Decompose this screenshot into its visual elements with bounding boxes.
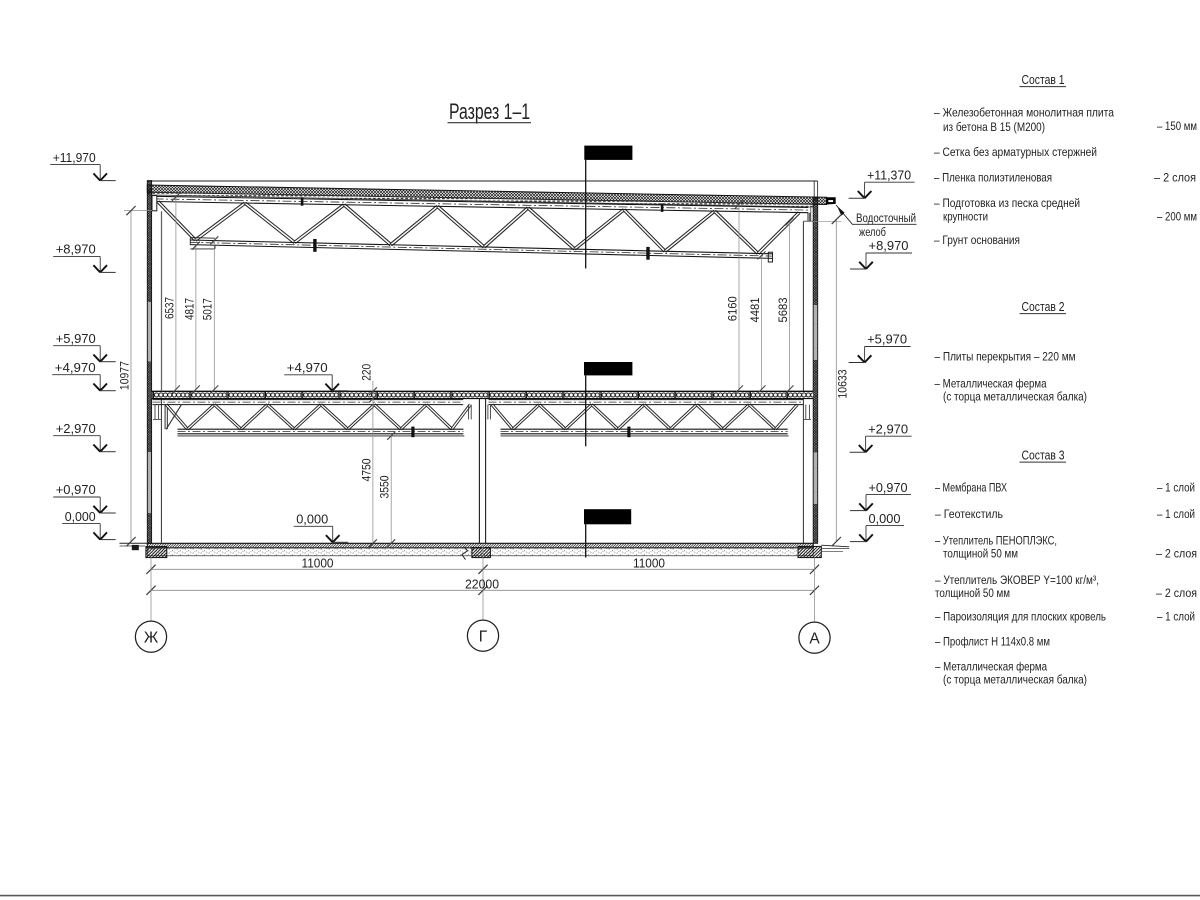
svg-text:(с торца металлическая балка): (с торца металлическая балка) [943,673,1087,687]
svg-text:4481: 4481 [748,297,762,322]
svg-text:11000: 11000 [302,556,334,571]
svg-text:10633: 10633 [835,369,849,398]
svg-text:– 2 слоя: – 2 слоя [1156,547,1197,561]
svg-text:– 2 слоя: – 2 слоя [1154,171,1196,185]
svg-text:Разрез 1–1: Разрез 1–1 [449,99,530,124]
svg-text:крупности: крупности [943,210,988,224]
svg-text:10977: 10977 [118,361,132,390]
svg-text:+0,970: +0,970 [56,482,96,497]
svg-text:– Металлическая ферма: – Металлическая ферма [935,377,1047,391]
svg-text:Водосточный: Водосточный [856,211,916,225]
svg-text:– 2 слоя: – 2 слоя [1156,586,1197,600]
svg-text:+5,970: +5,970 [56,331,96,346]
svg-text:Состав 3: Состав 3 [1022,448,1065,463]
svg-text:– Сетка без арматурных стержне: – Сетка без арматурных стержней [934,145,1097,159]
svg-text:– Пленка полиэтиленовая: – Пленка полиэтиленовая [934,171,1052,185]
svg-text:+4,970: +4,970 [287,360,328,375]
svg-text:+2,970: +2,970 [56,421,96,436]
svg-text:22000: 22000 [465,576,499,591]
svg-text:– 1 слой: – 1 слой [1157,481,1195,495]
svg-text:4750: 4750 [359,458,373,481]
svg-text:Состав 2: Состав 2 [1022,299,1065,314]
svg-text:– Плиты перекрытия – 220 мм: – Плиты перекрытия – 220 мм [935,350,1076,364]
svg-text:– 1 слой: – 1 слой [1157,610,1195,624]
svg-text:4817: 4817 [182,298,196,320]
svg-text:– Утеплитель ПЕНОПЛЭКС,: – Утеплитель ПЕНОПЛЭКС, [935,534,1057,548]
svg-text:– 200 мм: – 200 мм [1157,210,1197,224]
svg-text:– Мембрана ПВХ: – Мембрана ПВХ [935,481,1007,495]
svg-text:– Металлическая ферма: – Металлическая ферма [935,660,1047,674]
svg-text:0,000: 0,000 [65,509,96,524]
svg-text:5017: 5017 [201,298,215,320]
svg-text:– 150 мм: – 150 мм [1157,119,1197,133]
svg-text:+0,970: +0,970 [869,480,908,495]
svg-text:– Железобетонная монолитная п: – Железобетонная монолитная плита [934,106,1114,120]
svg-text:11000: 11000 [633,556,665,571]
svg-text:желоб: желоб [859,225,886,239]
svg-text:Г: Г [479,628,488,645]
svg-text:А: А [809,630,820,647]
svg-text:– Пароизоляция для плоских кро: – Пароизоляция для плоских кровель [935,610,1106,624]
svg-text:– Профлист Н 114х0.8 мм: – Профлист Н 114х0.8 мм [935,635,1050,649]
svg-text:– Утеплитель ЭКОВЕР Y=100 кг/м: – Утеплитель ЭКОВЕР Y=100 кг/м³, [935,573,1099,587]
svg-text:– 1 слой: – 1 слой [1157,507,1195,521]
svg-text:толщиной 50 мм: толщиной 50 мм [935,586,1010,600]
svg-text:+11,970: +11,970 [53,150,96,165]
svg-text:Состав 1: Состав 1 [1022,72,1065,87]
svg-text:6537: 6537 [162,297,176,319]
svg-text:+8,970: +8,970 [56,242,96,257]
svg-text:220: 220 [359,364,373,381]
svg-text:+4,970: +4,970 [55,360,96,375]
svg-text:Ж: Ж [144,629,159,646]
svg-text:– Грунт основания: – Грунт основания [934,233,1020,247]
svg-text:– Геотекстиль: – Геотекстиль [935,507,1003,521]
svg-text:– Подготовка из песка средней: – Подготовка из песка средней [934,196,1080,210]
svg-text:из бетона В 15 (М200): из бетона В 15 (М200) [943,120,1045,134]
svg-text:0,000: 0,000 [296,512,328,527]
svg-text:3550: 3550 [378,475,392,498]
svg-text:5683: 5683 [776,297,790,322]
svg-text:+8,970: +8,970 [869,238,909,253]
svg-text:+2,970: +2,970 [868,421,908,436]
svg-text:+11,370: +11,370 [867,167,911,182]
svg-text:(с торца металлическая балка): (с торца металлическая балка) [943,390,1087,404]
svg-text:толщиной 50 мм: толщиной 50 мм [943,547,1018,561]
svg-text:0,000: 0,000 [869,511,901,526]
svg-text:6160: 6160 [725,296,739,321]
svg-text:+5,970: +5,970 [867,332,907,347]
